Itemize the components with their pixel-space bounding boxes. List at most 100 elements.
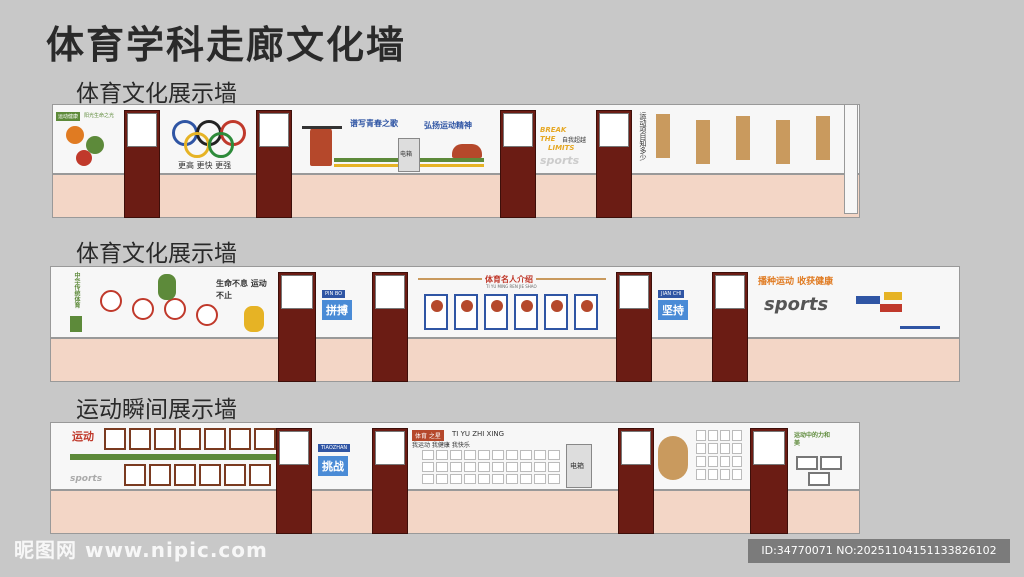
circle-frame — [100, 290, 122, 312]
photo-frame — [820, 456, 842, 470]
photo-frame — [808, 472, 830, 486]
olympic-slogan: 更高 更快 更强 — [178, 161, 232, 170]
tiaozhan-cn: 挑战 — [318, 456, 348, 476]
moment-word: sports — [70, 474, 103, 484]
break-cn: 自我超越 — [562, 137, 587, 144]
pinbo-cn: 拼搏 — [322, 300, 352, 320]
door — [844, 104, 858, 214]
green-band — [70, 454, 276, 460]
green-block — [70, 316, 82, 332]
door — [618, 428, 654, 534]
star-pinyin: TI YU ZHI XING — [452, 430, 505, 438]
jianchi-label: JIAN CHI — [658, 290, 685, 298]
moment-photo-panel: 运动 sports — [70, 426, 276, 488]
break-text: LIMITS — [548, 144, 575, 152]
door — [500, 110, 536, 218]
power-beauty-panel: 运动中的力和美 — [790, 426, 856, 488]
blue-arrow — [900, 326, 940, 329]
sports-health-panel: 运动健康 阳光生命之光 — [54, 108, 122, 172]
vertical-left: 中华传统体育 — [73, 272, 80, 308]
star-photo-grid — [422, 450, 560, 484]
door — [276, 428, 312, 534]
martial-artist-icon — [244, 306, 264, 332]
portrait-card — [484, 294, 508, 330]
power-title: 运动中的力和美 — [794, 432, 831, 447]
tiaozhan-panel: TIAOZHAN 挑战 — [314, 426, 370, 488]
olympic-panel: 更高 更快 更强 — [164, 108, 254, 172]
portrait-card — [544, 294, 568, 330]
portrait-card — [424, 294, 448, 330]
shoe-icon — [452, 144, 482, 158]
circle-icon — [66, 126, 84, 144]
youth-banner-panel: 谱写青春之歌 弘扬运动精神 电箱 — [294, 108, 494, 172]
wall-lower — [50, 338, 960, 382]
star-tag: 体育 之星 — [412, 430, 444, 441]
electric-box-label: 电箱 — [570, 462, 584, 470]
photo-grid-panel — [654, 426, 748, 488]
circle-icon — [86, 136, 104, 154]
door — [750, 428, 788, 534]
vertical-title: 运动项目知多少 — [639, 112, 647, 161]
color-arrow — [880, 304, 902, 312]
door — [616, 272, 652, 382]
color-arrow — [856, 296, 880, 304]
door — [712, 272, 748, 382]
wall-lower — [50, 490, 860, 534]
tiaozhan-label: TIAOZHAN — [318, 444, 351, 452]
slogan: 生命不息 运动不止 — [216, 279, 267, 300]
watermark: 昵图网 www.nipic.com — [14, 538, 268, 562]
section-title-1: 体育文化展示墙 — [76, 81, 237, 107]
traditional-sports-panel: 中华传统体育 生命不息 运动不止 — [70, 270, 278, 336]
harvest-health-panel: 播种运动 收获健康 sports — [750, 270, 948, 336]
banner-right: 弘扬运动精神 — [424, 121, 472, 130]
portrait-card — [454, 294, 478, 330]
portrait-card — [574, 294, 598, 330]
moment-title: 运动 — [72, 430, 94, 443]
sports-knowledge-panel: 运动项目知多少 — [634, 108, 844, 172]
door — [256, 110, 292, 218]
card-icon — [736, 116, 750, 160]
image-id-bar: ID:34770071 NO:20251104151133826102 — [748, 539, 1010, 563]
color-arrow — [884, 292, 902, 300]
barbell-icon — [302, 126, 342, 129]
door — [596, 110, 632, 218]
weightlifter-icon — [310, 126, 332, 166]
orange-circle — [658, 436, 688, 480]
wall-lower — [52, 174, 860, 218]
electric-box-label: 电箱 — [400, 151, 413, 158]
tag-label: 阳光生命之光 — [84, 113, 115, 119]
page-title: 体育学科走廊文化墙 — [46, 23, 407, 67]
circle-frame — [196, 304, 218, 326]
sports-word: sports — [540, 154, 580, 167]
card-icon — [656, 114, 670, 158]
famous-title: 体育名人介绍 — [482, 274, 536, 285]
portrait-card — [514, 294, 538, 330]
circle-frame — [164, 298, 186, 320]
electric-box: 电箱 — [398, 138, 420, 172]
pinbo-panel: PIN BO 拼搏 — [318, 270, 370, 336]
athlete-icon — [158, 274, 176, 300]
wall-photo-grid — [696, 430, 742, 480]
famous-sub: TI YU MING REN JIE SHAO — [486, 284, 537, 289]
section-title-2: 体育文化展示墙 — [76, 241, 237, 267]
harvest-word: sports — [764, 294, 829, 315]
photo-frame-row — [124, 464, 271, 486]
door — [372, 272, 408, 382]
card-icon — [776, 120, 790, 164]
sports-star-panel: 体育 之星 TI YU ZHI XING 我运动 我健康 我快乐 电箱 — [410, 426, 616, 488]
jianchi-cn: 坚持 — [658, 300, 688, 320]
break-limits-panel: BREAK THE 自我超越 LIMITS sports — [538, 108, 596, 172]
pinbo-label: PIN BO — [322, 290, 346, 298]
photo-frame — [796, 456, 818, 470]
jianchi-panel: JIAN CHI 坚持 — [654, 270, 710, 336]
wall-3: 运动 sports TIAOZHAN 挑战 体育 之星 TI YU ZHI XI… — [50, 422, 860, 534]
circle-icon — [76, 150, 92, 166]
tag-label: 运动健康 — [56, 112, 81, 121]
banner-left: 谱写青春之歌 — [350, 119, 398, 128]
photo-frame-row — [104, 428, 276, 450]
famous-people-panel: 体育名人介绍 TI YU MING REN JIE SHAO — [410, 270, 614, 336]
olympic-rings-icon — [172, 120, 252, 160]
star-slogan: 我运动 我健康 我快乐 — [412, 442, 470, 449]
harvest-title: 播种运动 收获健康 — [758, 277, 834, 287]
door — [278, 272, 316, 382]
